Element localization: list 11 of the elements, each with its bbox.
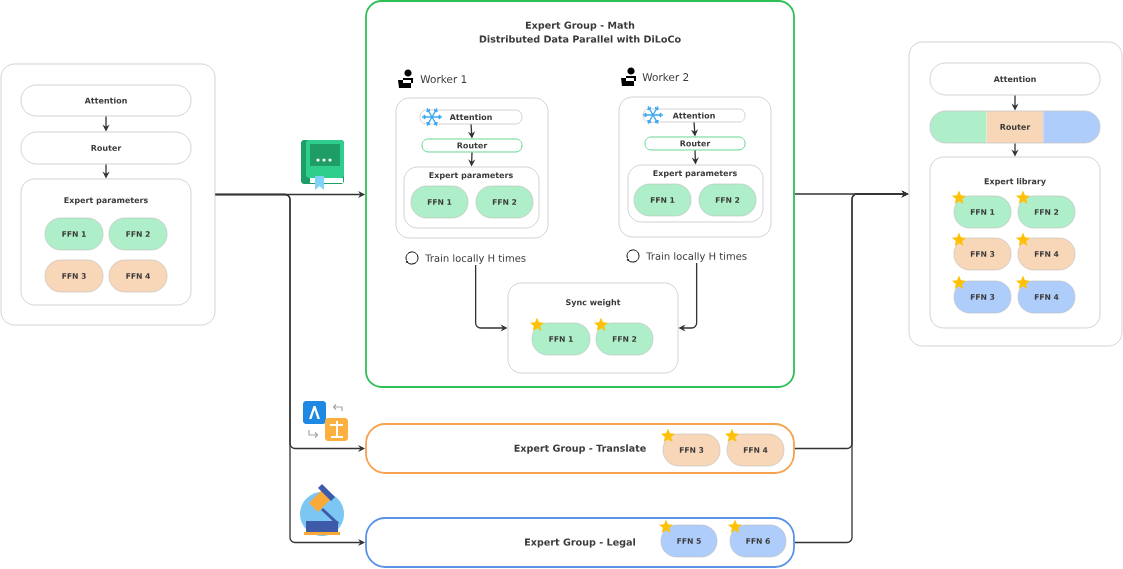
layer-box: Attention bbox=[20, 84, 192, 117]
layer-box: Attention bbox=[642, 108, 746, 123]
node-label: Worker 1 bbox=[420, 74, 467, 84]
node-label: Worker 2 bbox=[642, 72, 689, 82]
layer-box: Attention bbox=[929, 62, 1101, 96]
router-bar: Router bbox=[929, 110, 1101, 144]
layer-box: Router bbox=[421, 138, 523, 153]
node-label: Train locally H times bbox=[425, 254, 526, 264]
node-label: Train locally H times bbox=[646, 252, 747, 262]
layer-box: Router bbox=[644, 136, 746, 151]
layer-box: Router bbox=[20, 131, 192, 165]
